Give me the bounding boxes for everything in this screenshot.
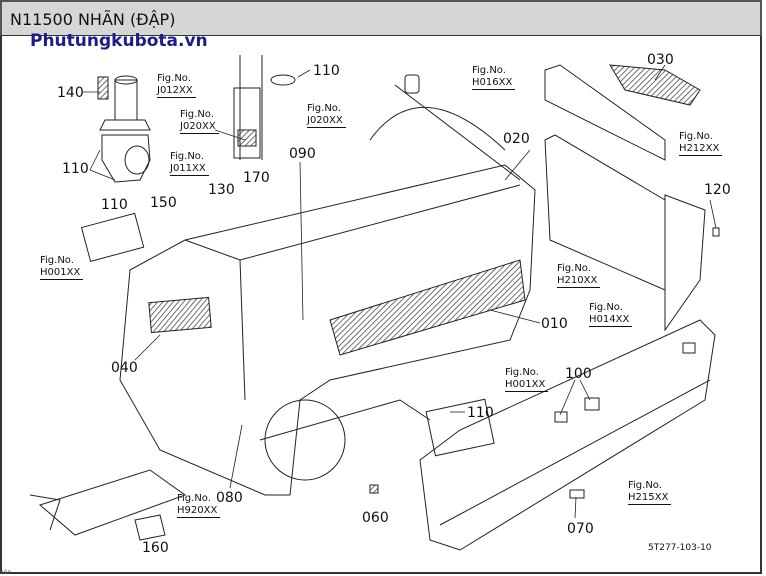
cover-panels-right (419, 64, 716, 551)
fig-number: H215XX (628, 492, 669, 503)
title-bar: N11500 NHÃN (ĐẬP) (0, 0, 762, 36)
fig-ref-j011xx[interactable]: Fig.No.J011XX (170, 151, 209, 176)
fig-ref-h210xx[interactable]: Fig.No.H210XX (557, 263, 601, 288)
fig-label: Fig.No. (157, 73, 191, 84)
fig-ref-h001xx[interactable]: Fig.No.H001XX (505, 367, 549, 392)
callout-030[interactable]: 030 (647, 52, 674, 68)
callout-130[interactable]: 130 (208, 182, 235, 198)
fig-ref-j020xx[interactable]: Fig.No.J020XX (180, 109, 219, 134)
fig-label: Fig.No. (180, 109, 214, 120)
decal-stickers (80, 212, 720, 494)
thresher-body (119, 74, 536, 496)
fig-number: J020XX (307, 115, 343, 126)
fig-ref-h014xx[interactable]: Fig.No.H014XX (589, 302, 633, 327)
fig-label: Fig.No. (589, 302, 623, 313)
fig-ref-j012xx[interactable]: Fig.No.J012XX (157, 73, 196, 98)
fig-number: H001XX (505, 379, 546, 390)
fig-label: Fig.No. (628, 480, 662, 491)
fig-label: Fig.No. (472, 65, 506, 76)
fig-ref-h212xx[interactable]: Fig.No.H212XX (679, 131, 723, 156)
fig-label: Fig.No. (170, 151, 204, 162)
callout-010[interactable]: 010 (541, 316, 568, 332)
fig-number: H016XX (472, 77, 513, 88)
fig-label: Fig.No. (679, 131, 713, 142)
fig-label: Fig.No. (557, 263, 591, 274)
callout-110[interactable]: 110 (313, 63, 340, 79)
diagram-frame (0, 36, 762, 574)
fig-ref-h920xx[interactable]: Fig.No.H920XX (177, 493, 221, 518)
callout-140[interactable]: 140 (57, 85, 84, 101)
callout-160[interactable]: 160 (142, 540, 169, 556)
page-title: N11500 NHÃN (ĐẬP) (10, 10, 176, 29)
duct-assembly-left (97, 75, 151, 183)
callout-020[interactable]: 020 (503, 131, 530, 147)
watermark-logo: Phutungkubota.vn (30, 31, 208, 51)
callout-110[interactable]: 110 (62, 161, 89, 177)
diagram-code: 5T277-103-10 (648, 543, 712, 553)
callout-170[interactable]: 170 (243, 170, 270, 186)
callout-070[interactable]: 070 (567, 521, 594, 537)
fig-ref-j020xx[interactable]: Fig.No.J020XX (307, 103, 346, 128)
callout-080[interactable]: 080 (216, 490, 243, 506)
fig-number: H920XX (177, 505, 218, 516)
fig-number: J011XX (170, 163, 206, 174)
fig-label: Fig.No. (177, 493, 211, 504)
callout-120[interactable]: 120 (704, 182, 731, 198)
callout-100[interactable]: 100 (565, 366, 592, 382)
callout-040[interactable]: 040 (111, 360, 138, 376)
fig-label: Fig.No. (505, 367, 539, 378)
fig-number: J020XX (180, 121, 216, 132)
fig-number: J012XX (157, 85, 193, 96)
bracket-lower-left (29, 469, 187, 541)
callout-090[interactable]: 090 (289, 146, 316, 162)
callout-060[interactable]: 060 (362, 510, 389, 526)
callout-150[interactable]: 150 (150, 195, 177, 211)
fig-number: H001XX (40, 267, 81, 278)
fig-ref-h016xx[interactable]: Fig.No.H016XX (472, 65, 516, 90)
fig-number: H210XX (557, 275, 598, 286)
fig-label: Fig.No. (40, 255, 74, 266)
fig-number: H212XX (679, 143, 720, 154)
fig-label: Fig.No. (307, 103, 341, 114)
callout-110[interactable]: 110 (101, 197, 128, 213)
fig-number: H014XX (589, 314, 630, 325)
fig-ref-h001xx[interactable]: Fig.No.H001XX (40, 255, 84, 280)
leader-lines (83, 64, 717, 519)
callout-110[interactable]: 110 (467, 405, 494, 421)
fig-ref-h215xx[interactable]: Fig.No.H215XX (628, 480, 672, 505)
footer-text: hôn (0, 569, 12, 576)
duct-assembly-center (233, 55, 296, 160)
